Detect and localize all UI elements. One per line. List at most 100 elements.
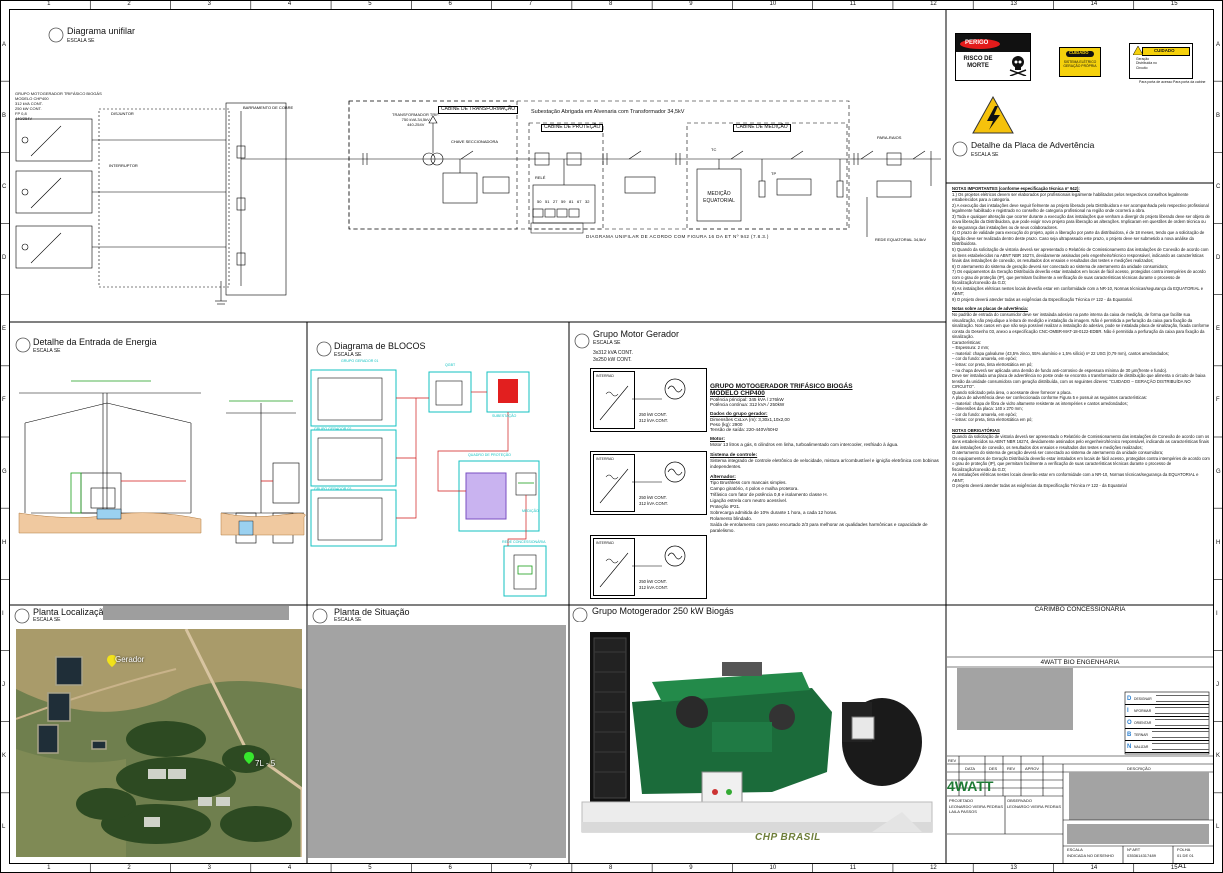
blocos-panel: Diagrama de BLOCOS ESCALA SE [308, 323, 568, 604]
section-bubble-icon [572, 607, 588, 623]
note-paragraph: – material: chapa galvalume (43,5% zinco… [952, 350, 1169, 356]
legend-row: B TERNAR [1125, 729, 1209, 741]
section-bubble-icon [48, 27, 64, 43]
legend-row: I NFORMAR [1125, 705, 1209, 717]
legend-letter: O [1127, 719, 1132, 726]
column-label-1-bottom: 1 [47, 865, 51, 871]
legend-row: O ORIENTAR [1125, 717, 1209, 729]
unit-rating: 250 kW CONT. [639, 412, 667, 417]
danger-label: PERIGO [965, 40, 989, 46]
company-name: 4WATT BIO ENGENHARIA [1040, 659, 1120, 666]
row-label-D-right: D [1216, 255, 1221, 262]
cabin-measurement-label: CABINE DE MEDIÇÃO [733, 124, 791, 132]
situacao-scale: ESCALA SE [334, 617, 362, 623]
note-paragraph: 7) Os equipamentos da Geração Distribuíd… [952, 269, 1206, 286]
unit-rating: 312 kVA CONT. [639, 501, 669, 506]
row-label-I-right: I [1216, 610, 1218, 617]
alternator-spec-line: Saída de enrolamento com passo encurtado… [710, 521, 928, 533]
chp-brand-logo: CHP BRASIL [755, 832, 821, 843]
column-label-11-bottom: 11 [849, 865, 857, 871]
relay-code: 59 [561, 199, 566, 204]
generator-symbol-icon [664, 545, 686, 567]
note-paragraph: A placa de advertência deve ser confecci… [952, 395, 1148, 401]
row-label-A-right: A [1216, 41, 1221, 48]
legend-row: N NALIZAR [1125, 741, 1209, 753]
note-paragraph: – cor do fundo: amarela, em epóxi; [952, 411, 1017, 417]
generator-unit-2: INTERRAD 250 kW CONT. 312 kVA CONT. [590, 451, 707, 515]
column-label-5-top: 5 [368, 1, 372, 7]
column-label-15-bottom: 15 [1170, 865, 1178, 871]
cabin-protection-label: CABINE DE PROTEÇÃO [541, 124, 604, 132]
photo-title: Grupo Motogerador 250 kW Biogás [592, 606, 734, 616]
sld-label: PARA-RAIOS [877, 135, 902, 140]
column-label-12-bottom: 12 [930, 865, 937, 871]
plates-heading: Notas sobre as placas de advertência: [952, 306, 1029, 312]
generator-box-2 [15, 170, 93, 214]
row-label-E-left: E [2, 326, 7, 333]
motor-scale: ESCALA SE [593, 340, 621, 346]
localizacao-panel: Planta Localização ESCALA SE [11, 606, 306, 862]
entrada-scale: ESCALA SE [33, 348, 61, 354]
relay-code: 51 [545, 199, 550, 204]
row-label-J-left: J [2, 682, 5, 689]
photo-panel: Grupo Motogerador 250 kW Biogás CHP BRAS… [570, 606, 945, 862]
unit-rating: 312 kVA CONT. [639, 585, 669, 590]
column-label-6-top: 6 [448, 1, 452, 7]
redacted-block [103, 606, 289, 620]
column-label-3-bottom: 3 [207, 865, 211, 871]
legend-row: D DESIGNAR [1125, 693, 1209, 705]
column-label-13-bottom: 13 [1010, 865, 1018, 871]
row-label-E-right: E [1216, 326, 1221, 333]
legend-letter: I [1127, 707, 1129, 714]
column-label-6-bottom: 6 [448, 865, 452, 871]
sld-label: TC [711, 147, 716, 152]
note-paragraph: – letras: cor preta, tinta eletrostática… [952, 417, 1033, 423]
warning-detail-panel: PERIGO RISCO DE MORTE CUIDADO SISTEMA EL… [947, 11, 1213, 183]
column-label-2-top: 2 [127, 1, 131, 7]
note-paragraph: 9) O projeto deverá atender todas as exi… [952, 296, 1133, 302]
generator-symbol-icon [664, 461, 686, 483]
sld-label: REDE EQUATORIAL 34,5kV [875, 237, 926, 242]
note-paragraph: – cor do fundo: amarela, em epóxi; [952, 356, 1017, 362]
single-line-title: Diagrama unifilar [67, 26, 136, 36]
relay-code: 50 [537, 199, 542, 204]
cabin-transformation-label: CABINE DE TRANSFORMAÇÃO [438, 106, 519, 114]
row-label-H-left: H [2, 539, 7, 546]
unit-rating: 250 kW CONT. [639, 495, 667, 500]
situacao-title: Planta de Situação [334, 607, 410, 617]
gerador-marker-label: Gerador [115, 655, 145, 664]
localizacao-title: Planta Localização [33, 607, 109, 617]
row-label-D-left: D [2, 255, 7, 262]
section-bubble-icon [312, 608, 328, 624]
note-paragraph: – Espessura: 2 mm; [952, 345, 990, 351]
alternator-spec-line: Ligação estrela com neutro acessível. [710, 497, 788, 503]
sld-label: CHAVE SECCIONADORA [451, 139, 498, 144]
row-label-K-left: K [2, 753, 7, 760]
warning-detail-title: Detalhe da Placa de Advertência [971, 140, 1095, 150]
row-label-K-right: K [1216, 753, 1221, 760]
column-label-4-bottom: 4 [287, 865, 292, 871]
transformer-label: TRANSFORMADOR TRIF. 750 kVA 34,5kV 440-2… [392, 112, 440, 127]
lot-marker-label: 7L - 5 [255, 759, 276, 768]
row-label-F-right: F [1216, 397, 1220, 404]
legend-letter: B [1127, 731, 1132, 738]
title-block: CARIMBO CONCESSIONÁRIA [947, 606, 1213, 863]
row-label-C-right: C [1216, 183, 1221, 190]
legend-letter: D [1127, 695, 1132, 702]
sld-label: RELÉ [535, 175, 546, 180]
alternator-spec-line: Sobrecarga admitida de 10% durante 1 hor… [710, 509, 838, 515]
carimbo-title: CARIMBO CONCESSIONÁRIA [1034, 606, 1126, 613]
note-paragraph: – na chapa deverá ser aplicada uma demão… [952, 367, 1168, 373]
motor-title: Grupo Motor Gerador [593, 329, 680, 339]
relay-code: 81 [569, 199, 574, 204]
blocks-diagram [310, 369, 547, 597]
danger-text: RISCO DE MORTE [963, 56, 993, 70]
genset-label: GRUPO MOTOGERADOR TRIFÁSICO BIOGÁS MODEL… [15, 91, 102, 121]
entrada-drawing [18, 380, 306, 544]
note-paragraph: Os equipamentos de Geração Distribuída d… [952, 455, 1210, 472]
pin-marker-icon [244, 752, 254, 764]
localizacao-scale: ESCALA SE [33, 617, 61, 623]
column-label-8-top: 8 [609, 1, 613, 7]
alternator-spec-line: Rolamento blindado. [710, 515, 753, 521]
